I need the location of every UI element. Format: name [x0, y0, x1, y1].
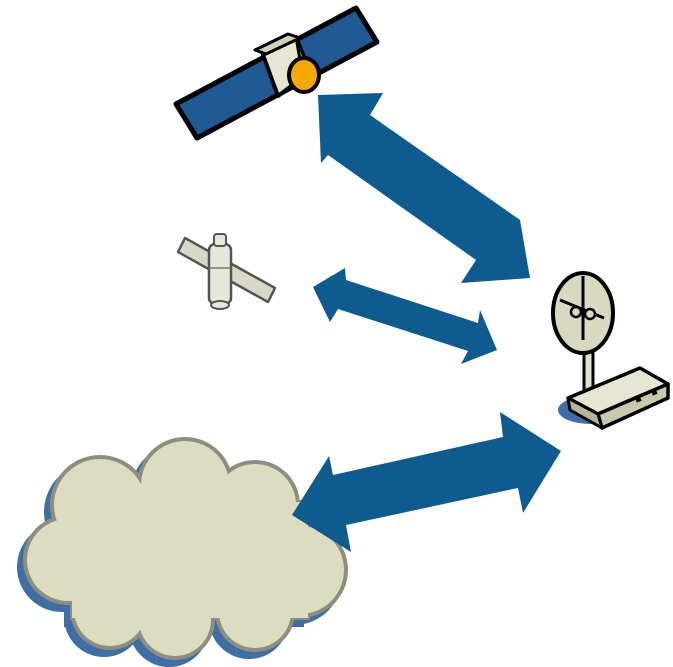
- satellite-dish-icon: [551, 271, 670, 430]
- small-satellite-icon: [176, 233, 277, 310]
- small-satellite-body: [207, 242, 233, 306]
- receiver-led: [651, 389, 658, 396]
- receiver-led: [635, 396, 642, 403]
- arrow-small-satellite-to-ground-station: [313, 268, 497, 364]
- receiver-side: [566, 396, 604, 430]
- arrow-cloud-to-ground-station: [292, 412, 561, 552]
- dish-feed: [569, 305, 583, 319]
- geostationary-satellite-icon: [173, 5, 380, 141]
- arrow-geo-satellite-to-ground-station: [318, 93, 530, 283]
- satellite-antenna-disc: [287, 56, 321, 94]
- small-satellite-dish: [210, 300, 230, 310]
- satellite-body-top: [253, 32, 302, 56]
- dish-feed: [583, 307, 597, 321]
- small-satellite-top: [213, 233, 227, 247]
- cloud-icon: [17, 437, 348, 667]
